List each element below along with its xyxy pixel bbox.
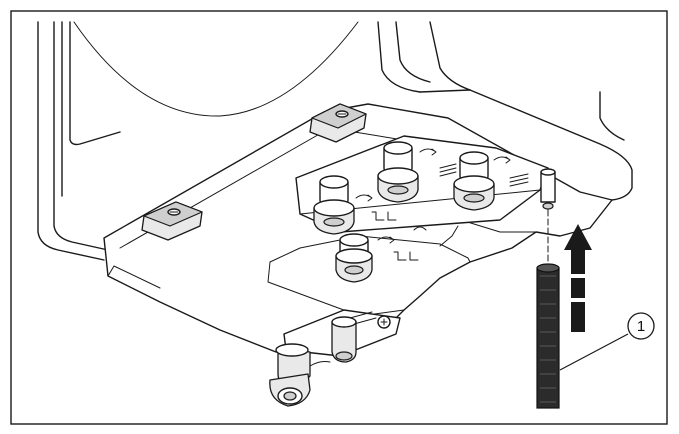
front-connectors	[269, 309, 401, 407]
left-mount-bracket	[141, 201, 203, 241]
sensor-pipe	[540, 168, 556, 269]
flow-symbols	[355, 148, 529, 261]
callout-leader-line	[559, 333, 629, 371]
callout-circle	[627, 312, 655, 340]
pipe-fitting-1	[313, 175, 355, 235]
rear-mount-bracket	[309, 103, 367, 143]
pipe-fitting-3	[453, 151, 495, 211]
callout-number: 1	[637, 318, 645, 335]
appliance-housing	[37, 21, 633, 261]
pipe-fitting-4	[335, 233, 373, 283]
connection-cable	[536, 263, 560, 409]
upward-arrow-icon	[564, 224, 592, 332]
pipe-fitting-2	[377, 141, 419, 203]
